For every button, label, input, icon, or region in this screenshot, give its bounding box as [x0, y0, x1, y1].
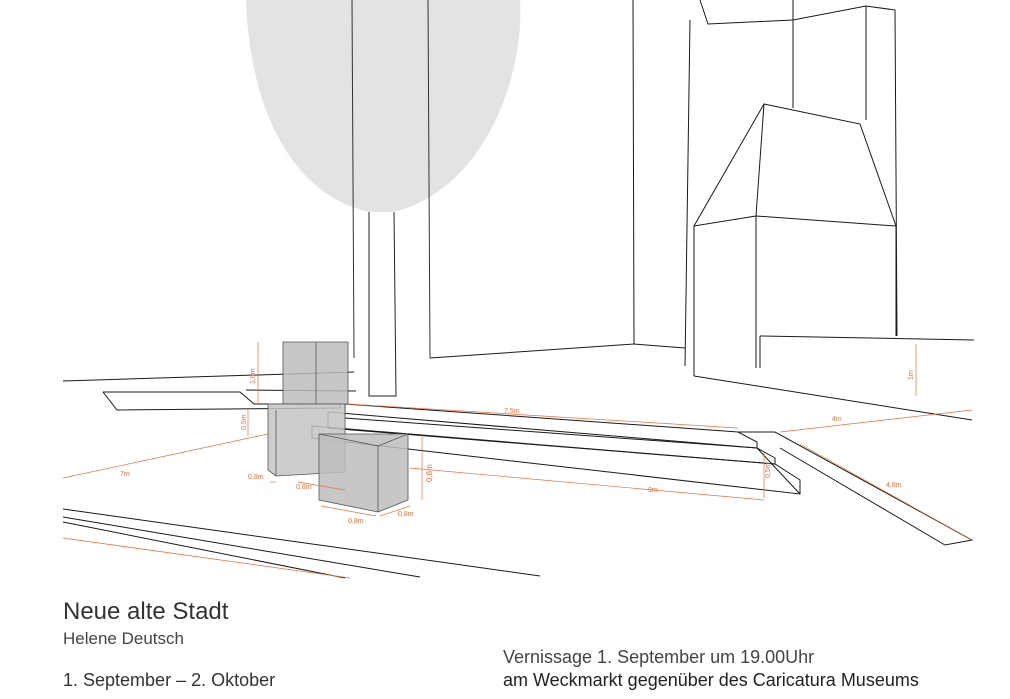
- artist-name: Helene Deutsch: [63, 629, 184, 648]
- vernissage-line-2: am Weckmarkt gegenüber des Caricatura Mu…: [503, 670, 919, 690]
- blocks: [267, 341, 409, 513]
- dimension-lines: [62, 342, 973, 541]
- exhibition-title: Neue alte Stadt: [63, 598, 229, 625]
- block-tall: [282, 341, 349, 405]
- stairs: [311, 403, 974, 546]
- dim-9m: 9m: [648, 487, 658, 494]
- tree-canopy: [246, 0, 521, 214]
- dim-0-8m-d: 0,8m: [398, 511, 414, 518]
- dim-0-8m-e: 0,8m: [425, 464, 434, 482]
- exhibition-dates: 1. September – 2. Oktober: [63, 670, 276, 690]
- block-front: [318, 433, 409, 513]
- dim-4-8m: 4,8m: [886, 482, 902, 489]
- tree: [246, 0, 521, 397]
- dim-0-8m-b: 0,8m: [296, 484, 312, 491]
- dim-4m: 4m: [832, 416, 842, 423]
- dim-1-6m: 1,6m: [250, 368, 257, 384]
- dim-0-5m-left: 0,5m: [241, 414, 248, 430]
- buildings: [429, 0, 975, 421]
- tree-trunk: [368, 211, 397, 397]
- dim-0-8m-a: 0,8m: [248, 474, 264, 481]
- vernissage-line-1: Vernissage 1. September um 19.00Uhr: [503, 647, 815, 667]
- dim-7m: 7m: [120, 471, 130, 478]
- dim-0-5m-right: 0,5m: [765, 462, 772, 478]
- dim-0-8m-c: 0,8m: [348, 518, 364, 525]
- dim-1m: 1m: [908, 370, 915, 380]
- ground: [62, 371, 541, 579]
- architectural-sketch: 1,6m 0,5m 0,8m 0,8m 0,8m 0,8m 0,8m 7m 7,…: [62, 0, 975, 579]
- dim-7-5m: 7,5m: [504, 408, 520, 415]
